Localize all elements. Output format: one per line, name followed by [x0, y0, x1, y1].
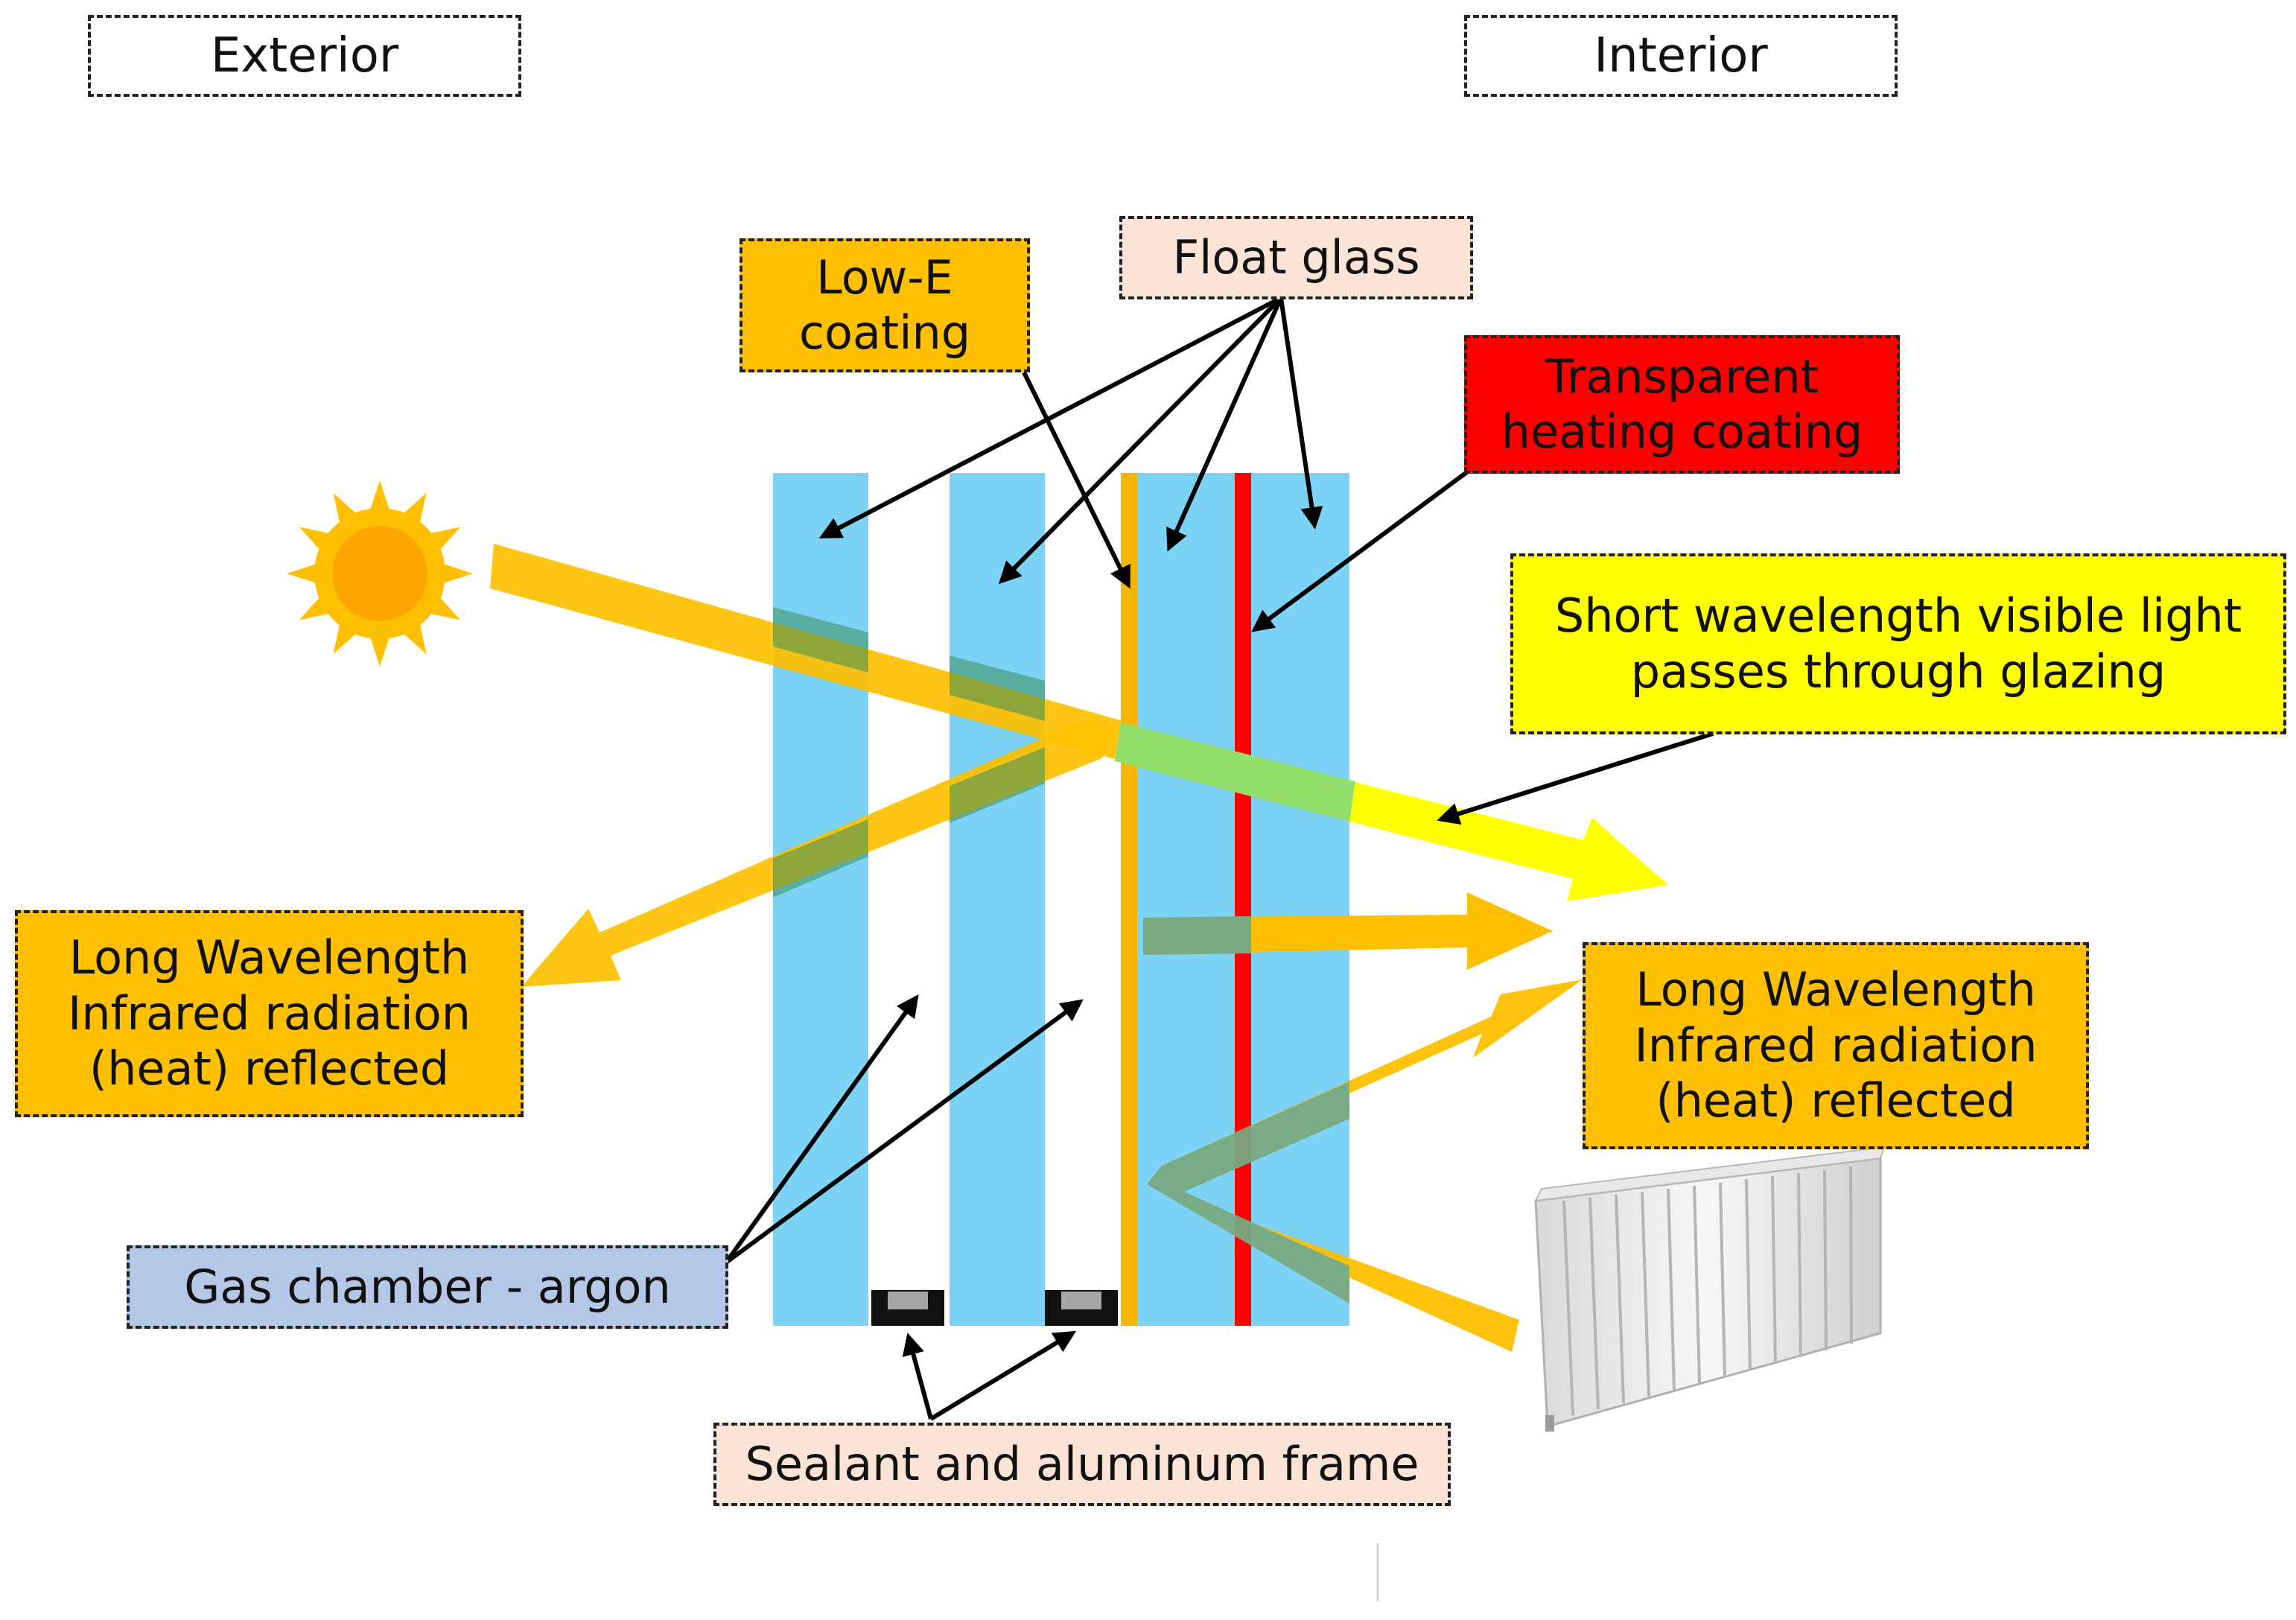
- reflected-ir-right-arrow: [1147, 979, 1583, 1352]
- sun-icon: [287, 480, 473, 667]
- heating-line-1: Transparent: [1545, 349, 1819, 404]
- sealant-frames: [871, 1290, 1118, 1326]
- float-glass-arrow-2: [998, 296, 1283, 585]
- glass-pane-2: [950, 473, 1045, 1326]
- transparent-heating-label: Transparent heating coating: [1464, 335, 1900, 474]
- long-right-line-1: Long Wavelength: [1635, 962, 2036, 1017]
- float-glass-label: Float glass: [1119, 216, 1473, 299]
- short-wavelength-line-2: passes through glazing: [1630, 644, 2166, 699]
- exterior-text: Exterior: [210, 28, 399, 83]
- exterior-label: Exterior: [88, 15, 521, 97]
- low-e-coating-label: Low-E coating: [740, 238, 1030, 372]
- heating-coating-arrow: [1251, 467, 1472, 632]
- float-glass-arrow-3: [1166, 296, 1283, 552]
- interior-text: Interior: [1594, 28, 1768, 83]
- visible-light-label-arrow: [1437, 731, 1714, 825]
- sealant-text: Sealant and aluminum frame: [745, 1436, 1419, 1491]
- glass-pane-4: [1251, 473, 1349, 1326]
- gas-arrow-2: [725, 999, 1084, 1265]
- float-glass-arrow-1: [818, 296, 1282, 539]
- long-wavelength-right-label: Long Wavelength Infrared radiation (heat…: [1583, 942, 2089, 1149]
- gas-arrow-1: [724, 994, 919, 1264]
- visible-light-arrow: [1115, 722, 1668, 901]
- long-left-line-1: Long Wavelength: [69, 930, 470, 985]
- low-e-coating-layer: [1121, 473, 1137, 1326]
- short-wavelength-line-1: Short wavelength visible light: [1554, 588, 2242, 644]
- long-right-line-3: (heat) reflected: [1656, 1073, 2016, 1128]
- sealant-arrow-2: [929, 1330, 1077, 1421]
- sealant-frame-label: Sealant and aluminum frame: [713, 1423, 1451, 1506]
- long-wavelength-left-label: Long Wavelength Infrared radiation (heat…: [15, 910, 524, 1117]
- leader-arrows: [724, 296, 1714, 1421]
- long-left-line-3: (heat) reflected: [89, 1041, 450, 1096]
- radiator-icon: [1534, 1146, 1886, 1432]
- low-e-arrow: [1022, 371, 1130, 589]
- sealant-arrow-1: [902, 1332, 933, 1420]
- short-wavelength-label: Short wavelength visible light passes th…: [1510, 553, 2286, 734]
- gas-chamber-text: Gas chamber - argon: [184, 1259, 671, 1314]
- heating-line-2: heating coating: [1501, 404, 1863, 459]
- float-glass-text: Float glass: [1172, 229, 1420, 285]
- glass-panes: [773, 473, 1349, 1326]
- glass-pane-1: [773, 473, 868, 1326]
- low-e-line-1: Low-E: [816, 250, 953, 305]
- heating-ir-arrow: [1143, 892, 1553, 970]
- float-glass-arrow-4: [1279, 297, 1323, 530]
- long-right-line-2: Infrared radiation: [1634, 1017, 2038, 1073]
- long-left-line-2: Infrared radiation: [67, 985, 471, 1041]
- low-e-line-2: coating: [798, 305, 971, 360]
- interior-label: Interior: [1464, 15, 1898, 97]
- gas-chamber-label: Gas chamber - argon: [127, 1245, 728, 1329]
- beam-glass-overlap: [773, 607, 1045, 898]
- heating-coating-layer: [1235, 473, 1251, 1326]
